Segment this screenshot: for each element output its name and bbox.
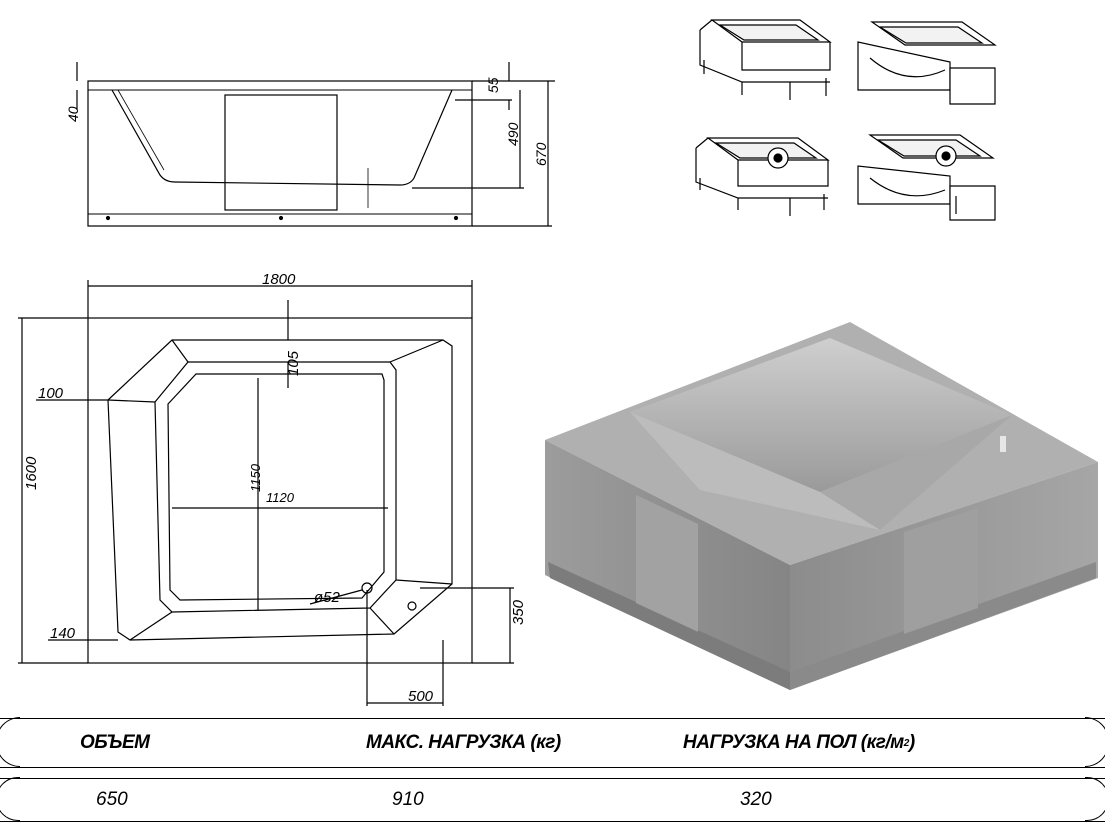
variant-tub-frame-hydromassage (695, 137, 830, 216)
variant-tub-panel (857, 21, 997, 105)
dim-length: 1800 (262, 271, 296, 288)
value-floor-load: 320 (740, 789, 772, 810)
dim-bowl-length: 1150 (248, 463, 263, 492)
plan-outline (87, 317, 473, 664)
spec-value-row: 650 910 320 (0, 777, 1105, 822)
bathtub-render (540, 318, 1098, 690)
dim-bowl-width: 1120 (266, 490, 295, 505)
variant-tub-frame (699, 19, 832, 100)
side-bowl-profile (111, 89, 453, 186)
side-outline (87, 80, 473, 227)
dim-edge: 55 (485, 77, 501, 93)
dim-drain-y: 350 (510, 599, 527, 625)
variant-tub-panel-hydromassage (857, 134, 996, 221)
value-volume: 650 (96, 789, 128, 810)
plan-bowl-outer (154, 361, 397, 613)
dim-drain-x: 500 (408, 688, 434, 705)
header-volume: ОБЪЕМ (80, 732, 150, 753)
side-panel-window (224, 94, 338, 211)
dim-top-rim: 105 (285, 350, 302, 376)
plan-view (18, 280, 514, 706)
dim-drain: ø52 (314, 589, 341, 606)
header-max-load: МАКС. НАГРУЗКА (кг) (366, 732, 561, 753)
plan-bowl-inner (167, 373, 385, 601)
dim-left-rim: 100 (38, 385, 64, 402)
value-max-load: 910 (392, 789, 424, 810)
dim-rim: 40 (65, 106, 81, 122)
spec-header-row: ОБЪЕМ МАКС. НАГРУЗКА (кг) НАГРУЗКА НА ПО… (0, 717, 1105, 768)
dim-depth: 490 (505, 122, 521, 146)
dim-bottom-rim: 140 (50, 625, 76, 642)
dim-height: 670 (533, 142, 549, 166)
side-view (76, 62, 555, 227)
dim-width: 1600 (23, 456, 40, 490)
technical-drawing: 40 55 490 670 1800 1 (18, 19, 1098, 706)
